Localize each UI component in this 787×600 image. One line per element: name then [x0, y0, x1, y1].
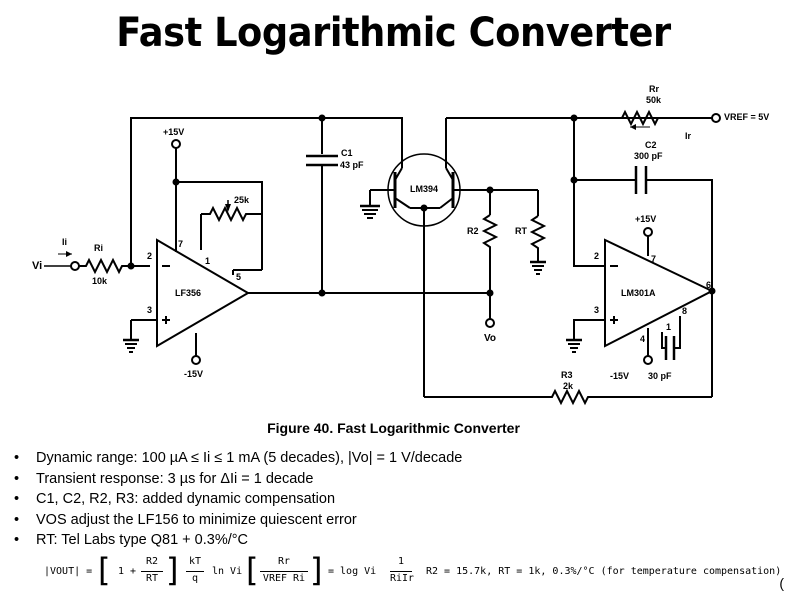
bullet: •	[14, 491, 20, 507]
bullet: •	[14, 511, 20, 528]
formula-eq-log: = log Vi	[328, 566, 377, 577]
lf356-pin1: 1	[205, 256, 211, 266]
c2-label: C2	[645, 140, 657, 150]
ri-value: 10k	[92, 276, 108, 286]
schematic-labels: Vi Ii Ri 10k +15V -15V 25k LF356 2 3 7 1…	[32, 84, 770, 391]
rr-label: Rr	[649, 84, 660, 94]
figure-caption: Figure 40. Fast Logarithmic Converter	[267, 420, 520, 436]
note-item: •Transient response: 3 µs for ΔIi = 1 de…	[14, 469, 462, 490]
lm301a-pin4: 4	[640, 334, 646, 344]
bullet: •	[14, 532, 20, 548]
lm394-label: LM394	[410, 184, 439, 194]
formula-one-plus: 1 +	[118, 566, 137, 577]
note-item: •C1, C2, R2, R3: added dynamic compensat…	[14, 489, 462, 510]
lf356-label: LF356	[175, 288, 202, 298]
lf356-pin7: 7	[178, 239, 184, 249]
notes-list: •Dynamic range: 100 µA ≤ Ii ≤ 1 mA (5 de…	[14, 448, 462, 551]
rt-label: RT	[515, 226, 527, 236]
vref-terminal	[711, 113, 721, 123]
note-item: •Dynamic range: 100 µA ≤ Ii ≤ 1 mA (5 de…	[14, 448, 462, 469]
frac-ri-ir: RiIr	[390, 573, 415, 584]
bracket-open: [	[98, 551, 111, 589]
page-title: Fast Logarithmic Converter	[116, 10, 671, 56]
frac-kt: kT	[188, 556, 202, 567]
ii-label: Ii	[62, 237, 68, 247]
c1-value: 43 pF	[340, 160, 364, 170]
lf356-pin2: 2	[147, 251, 153, 261]
ri-label: Ri	[94, 243, 103, 253]
bullet: •	[14, 450, 20, 466]
r2-label: R2	[467, 226, 479, 236]
ir-label: Ir	[685, 131, 692, 141]
bullet: •	[14, 470, 20, 487]
note-item: •RT: Tel Labs type Q81 + 0.3%/°C	[14, 530, 462, 551]
edge-mark: (	[779, 575, 784, 591]
vo-label: Vo	[484, 333, 497, 344]
lm301a-pin8: 8	[682, 306, 688, 316]
lf356-pin3: 3	[147, 305, 153, 315]
ri-resistor	[79, 257, 150, 275]
vref-label: VREF = 5V	[724, 112, 770, 122]
r3-resistor	[545, 388, 712, 406]
pot-25k	[201, 205, 262, 223]
lf356-vplus-label: +15V	[163, 127, 185, 137]
lm301a-label: LM301A	[621, 288, 656, 298]
lm301a-vplus-label: +15V	[635, 214, 657, 224]
formula-constants: R2 = 15.7k, RT = 1k, 0.3%/°C (for temper…	[426, 566, 782, 577]
bracket-open-2: [	[246, 551, 259, 589]
lm301a-pin3: 3	[594, 305, 600, 315]
bracket-close: ]	[166, 551, 179, 589]
frac-rt: RT	[145, 573, 159, 584]
rr-resistor	[612, 109, 710, 127]
circuit-schematic	[44, 109, 721, 406]
frac-r2: R2	[145, 556, 159, 567]
rt-thermistor	[529, 215, 547, 262]
c1-label: C1	[341, 148, 353, 158]
lm301a-vminus-terminal	[643, 355, 653, 365]
transfer-formula: |VOUT| = [ 1 + R2 RT ] kT q ln Vi [ Rr V…	[18, 551, 782, 592]
lm301a-pin7: 7	[651, 254, 657, 264]
formula-ln-vi: ln Vi	[212, 566, 243, 577]
lm301a-vminus-label: -15V	[610, 371, 630, 381]
lm301a-pin1: 1	[666, 322, 672, 332]
c2-value: 300 pF	[634, 151, 663, 161]
lm301a-vplus-terminal	[643, 227, 653, 237]
r3-value: 2k	[563, 381, 574, 391]
frac-rr: Rr	[277, 556, 291, 567]
frac-one: 1	[397, 556, 405, 567]
lm301a-pin6: 6	[706, 280, 712, 290]
lf356-vminus-terminal	[191, 355, 201, 365]
lf356-vplus-terminal	[171, 139, 181, 149]
lf356-opamp	[156, 238, 250, 348]
lm301a-pin2: 2	[594, 251, 600, 261]
r3-label: R3	[561, 370, 573, 380]
frac-q: q	[191, 573, 199, 584]
bracket-close-2: ]	[310, 551, 323, 589]
lm301a-opamp	[604, 238, 715, 348]
lf356-vminus-label: -15V	[184, 369, 204, 379]
vo-terminal	[485, 318, 495, 328]
comp-cap-value: 30 pF	[648, 371, 672, 381]
frac-vref-ri: VREF Ri	[262, 573, 306, 584]
lf356-pin5: 5	[236, 272, 242, 282]
r2-resistor	[481, 214, 499, 293]
rr-value: 50k	[646, 95, 662, 105]
formula-lhs: |VOUT| =	[44, 566, 93, 577]
vin-label: Vi	[32, 260, 43, 272]
note-item: •VOS adjust the LF156 to minimize quiesc…	[14, 510, 462, 531]
pot-value: 25k	[234, 195, 250, 205]
